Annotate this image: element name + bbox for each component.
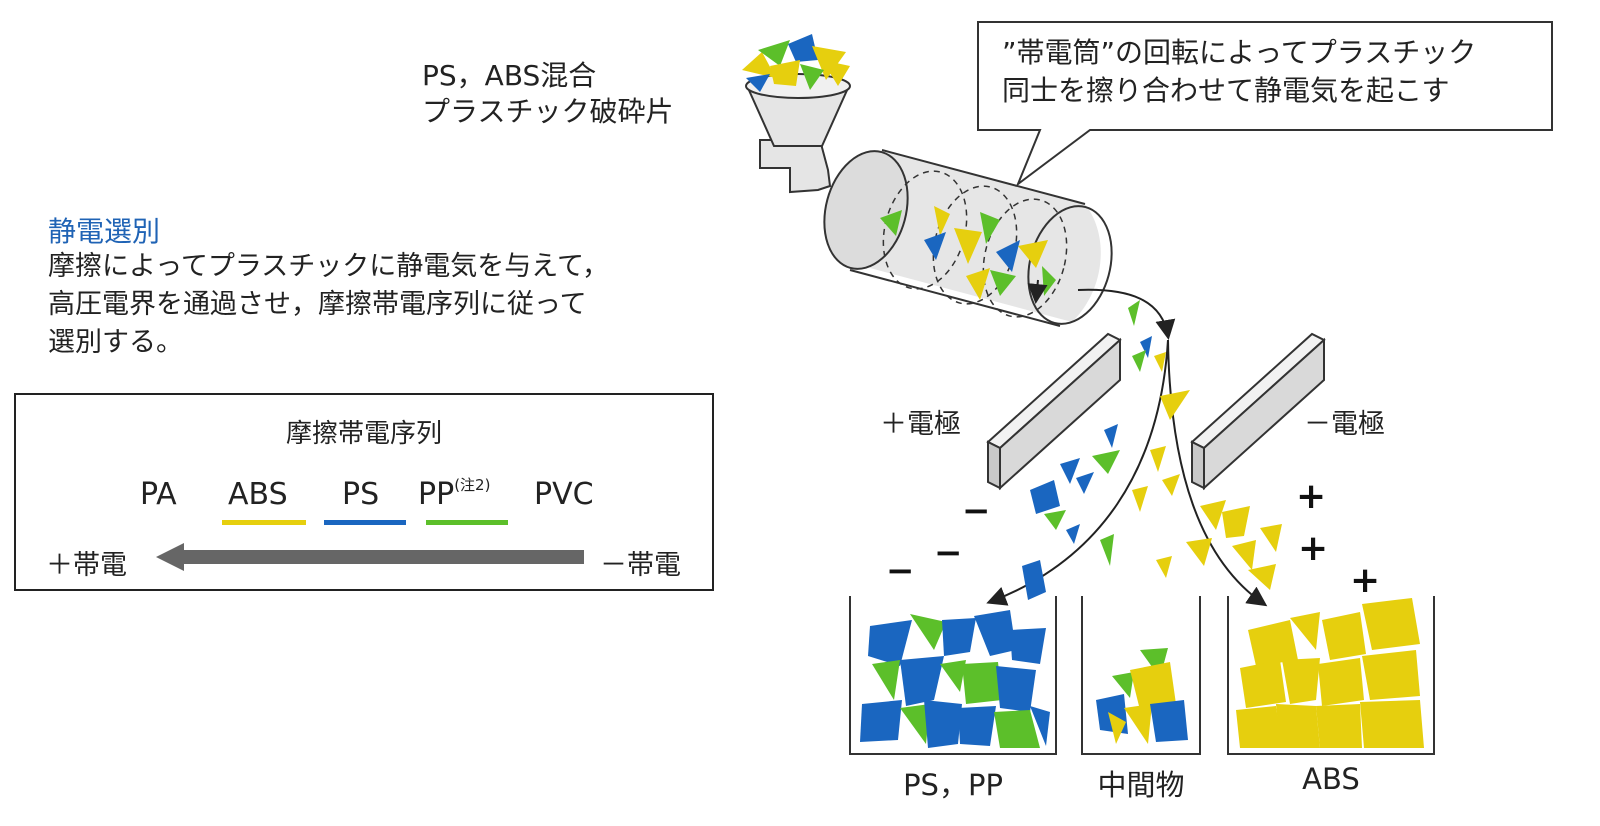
bin-ps-pp-pile bbox=[860, 610, 1050, 748]
plus-sign: + bbox=[1296, 476, 1326, 517]
series-title: 摩擦帯電序列 bbox=[285, 419, 442, 449]
triboelectric-series-box: 摩擦帯電序列 PA ABS PS PP(注2) PVC ＋帯電 －帯電 bbox=[14, 393, 714, 591]
abs-underline bbox=[222, 520, 306, 525]
method-desc-line1: 摩擦によってプラスチックに静電気を与えて， bbox=[48, 251, 610, 282]
material-pvc: PVC bbox=[534, 477, 594, 512]
input-label-line2: プラスチック破砕片 bbox=[422, 95, 674, 128]
input-label: PS，ABS混合 プラスチック破砕片 bbox=[422, 58, 722, 130]
plus-sign: + bbox=[1350, 560, 1380, 601]
bin-label-ps-pp: PS，PP bbox=[903, 768, 1003, 802]
positive-charge-label: ＋帯電 bbox=[46, 550, 127, 581]
bin-label-abs: ABS bbox=[1302, 762, 1360, 796]
note-marker: (注2) bbox=[454, 476, 491, 494]
method-description: 摩擦によってプラスチックに静電気を与えて， 高圧電界を通過させ，摩擦帯電序列に従… bbox=[48, 248, 748, 362]
material-pp-label: PP bbox=[418, 477, 455, 512]
charge-direction-arrow-icon bbox=[156, 543, 584, 571]
negative-electrode-label: －電極 bbox=[1304, 409, 1385, 440]
callout-line1: ”帯電筒”の回転によってプラスチック bbox=[1002, 36, 1477, 69]
pp-underline bbox=[426, 520, 508, 525]
bin-intermediate bbox=[1081, 596, 1201, 755]
flow-arrow-right bbox=[1167, 339, 1268, 607]
minus-sign: − bbox=[934, 533, 963, 573]
bin-label-intermediate: 中間物 bbox=[1097, 768, 1185, 802]
callout-text: ”帯電筒”の回転によってプラスチック 同士を擦り合わせて静電気を起こす bbox=[1002, 34, 1476, 110]
bin-abs-pile bbox=[1236, 598, 1424, 748]
material-ps: PS bbox=[342, 477, 380, 512]
method-desc-line3: 選別する。 bbox=[48, 327, 183, 358]
positive-electrode-icon bbox=[986, 332, 1122, 491]
minus-sign: − bbox=[962, 491, 991, 531]
negative-electrode-icon bbox=[1190, 332, 1326, 491]
bin-ps-pp bbox=[849, 596, 1057, 755]
callout-bubble bbox=[977, 21, 1553, 187]
material-pp: PP(注2) bbox=[418, 476, 491, 512]
negative-charge-label: －帯電 bbox=[600, 550, 681, 581]
hopper-icon bbox=[742, 34, 851, 194]
positive-electrode-label: ＋電極 bbox=[880, 409, 961, 440]
material-abs: ABS bbox=[228, 477, 288, 512]
falling-particles bbox=[1022, 300, 1282, 600]
material-pa: PA bbox=[140, 477, 177, 512]
minus-sign: − bbox=[886, 551, 915, 591]
charging-drum-icon bbox=[823, 149, 1113, 327]
callout-line2: 同士を擦り合わせて静電気を起こす bbox=[1002, 74, 1450, 107]
method-desc-line2: 高圧電界を通過させ，摩擦帯電序列に従って bbox=[48, 289, 587, 320]
plus-sign: + bbox=[1298, 528, 1328, 569]
flow-arrow-main bbox=[1077, 288, 1176, 340]
ps-underline bbox=[324, 520, 406, 525]
bin-intermediate-pile bbox=[1096, 648, 1188, 744]
input-label-line1: PS，ABS混合 bbox=[422, 59, 597, 92]
method-title: 静電選別 bbox=[48, 215, 161, 248]
bin-abs bbox=[1227, 596, 1435, 755]
